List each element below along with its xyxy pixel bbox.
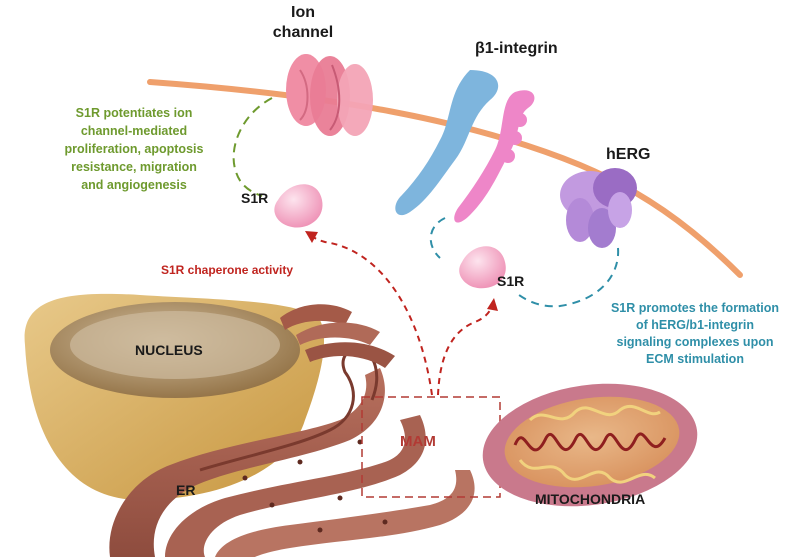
green-dashed-arc [232,97,273,197]
ion-channel-label: Ion channel [272,4,334,41]
b1-integrin-shape [395,70,535,223]
nucleus-label: NUCLEUS [135,342,203,358]
s1r-right-label: S1R [497,273,525,289]
herg-shape [560,168,637,248]
b1-integrin-label: β1-integrin [475,40,558,57]
teal-dashed-arc-right [514,247,620,308]
chaperone-arrow-left [311,235,433,396]
er-shape [109,304,475,557]
s1r-right-shape [459,246,506,289]
er-label: ER [176,482,196,498]
green-annotation: S1R potentiates ion channel-mediated pro… [64,106,204,192]
s1r-left-label: S1R [241,190,269,206]
herg-label: hERG [606,146,651,163]
chaperone-arrowhead-right [487,298,498,311]
mam-label: MAM [400,433,436,450]
teal-annotation: S1R promotes the formation of hERG/b1-in… [610,301,780,366]
teal-dashed-arc-left [429,217,446,259]
mitochondria-label: MITOCHONDRIA [535,491,646,507]
chaperone-activity-label: S1R chaperone activity [161,263,294,277]
chaperone-arrow-right [437,305,493,396]
mitochondria-shape [482,383,698,507]
chaperone-arrowhead-left [305,231,318,243]
plasma-membrane [147,79,743,278]
ion-channel-shape [286,54,373,136]
s1r-left-shape [274,184,323,228]
